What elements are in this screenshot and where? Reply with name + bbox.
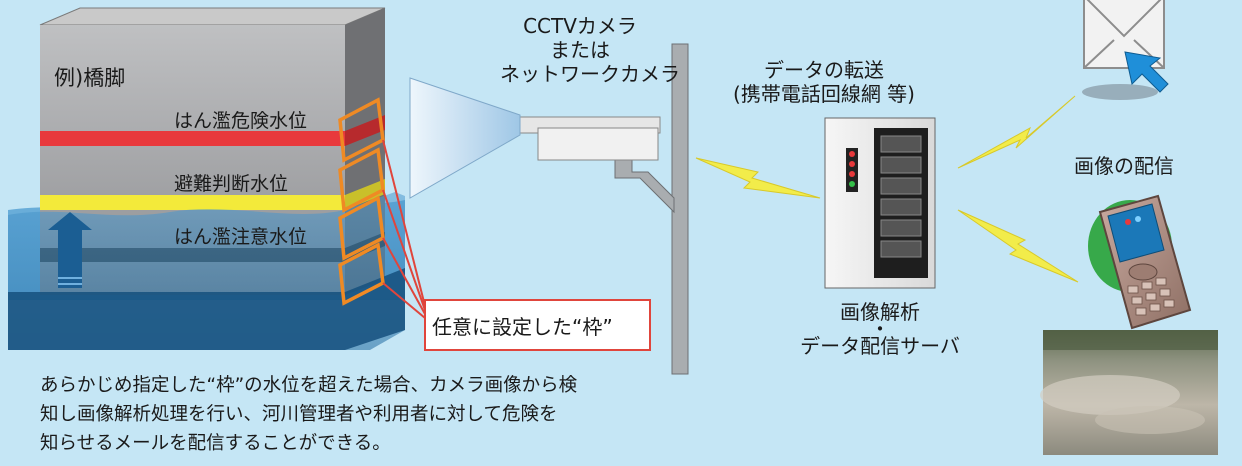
camera-label-line2: または (550, 38, 610, 62)
transfer-label-line1: データの転送 (764, 58, 884, 82)
camera-body (537, 127, 659, 161)
pier-top (40, 8, 385, 25)
water-rise-arrow (48, 212, 92, 288)
camera-label-line1: CCTVカメラ (523, 14, 637, 38)
transmission-lightning (695, 95, 1079, 283)
description-line1: あらかじめ指定した“枠”の水位を超えた場合、カメラ画像から検 (40, 375, 578, 396)
delivery-label: 画像の配信 (1074, 154, 1174, 178)
frame-callout-text: 任意に設定した“枠” (432, 315, 613, 339)
description: あらかじめ指定した“枠”の水位を超えた場合、カメラ画像から検 知し画像解析処理を… (40, 371, 660, 458)
description-line3: 知らせるメールを配信することができる。 (40, 433, 391, 454)
frame-callout-box (424, 299, 651, 351)
server-label-line3: データ配信サーバ (800, 334, 960, 358)
lightning-server-to-phone (957, 209, 1079, 283)
evacuation-level-line (40, 195, 345, 210)
camera-label-line3: ネットワークカメラ (500, 62, 680, 86)
camera-label: CCTVカメラ または ネットワークカメラ (500, 14, 680, 86)
danger-level-label: はん濫危険水位 (174, 110, 308, 132)
evacuation-level-label: 避難判断水位 (174, 173, 289, 195)
caution-level-label: はん濫注意水位 (174, 226, 308, 248)
mail-envelope-icon (1082, 0, 1169, 100)
river-bed (8, 268, 405, 350)
lightning-camera-to-server (695, 157, 821, 199)
camera-bracket (614, 157, 675, 214)
cursor-arrow-icon (1124, 51, 1169, 93)
transfer-label: データの転送 (携帯電話回線網 等) (724, 58, 924, 106)
server (824, 117, 936, 289)
mobile-phone-icon (1088, 194, 1192, 330)
pier-label: 例)橋脚 (54, 66, 126, 90)
evacuation-level-side (345, 179, 385, 210)
camera-view-cone (409, 77, 521, 199)
server-label: 画像解析 ・ データ配信サーバ (800, 300, 960, 358)
danger-level-line (40, 131, 345, 146)
transfer-label-line2: (携帯電話回線網 等) (733, 82, 915, 106)
description-line2: 知し画像解析処理を行い、河川管理者や利用者に対して危険を (40, 404, 558, 425)
lightning-server-to-mail (957, 95, 1076, 169)
river-photo (1040, 330, 1218, 455)
server-label-line1: 画像解析 (840, 300, 920, 324)
server-label-line2: ・ (870, 317, 890, 341)
frame-callout-lines (382, 139, 426, 319)
danger-level-side (345, 115, 385, 146)
